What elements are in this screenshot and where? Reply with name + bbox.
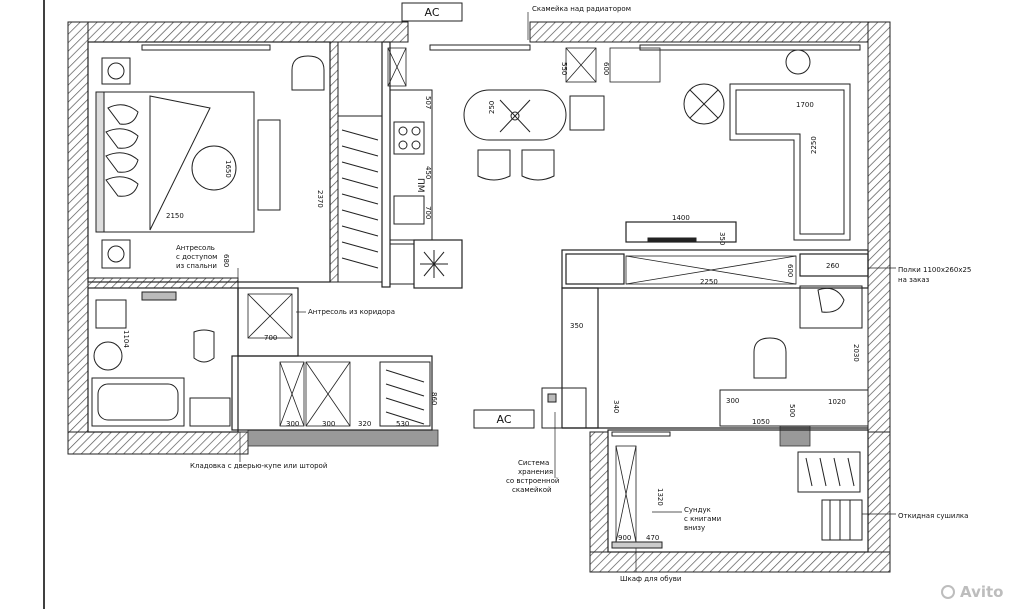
- watermark: Avito: [941, 583, 1003, 601]
- dim-label: 900: [618, 534, 631, 542]
- dim-label: 1104: [122, 330, 130, 348]
- shoe-rack: [379, 361, 431, 427]
- dim-label: 700: [424, 206, 432, 219]
- dim-label: 1020: [828, 398, 846, 406]
- note-storage-4: скамейкой: [512, 486, 552, 494]
- note-shelves-2: на заказ: [898, 276, 930, 284]
- bedroom: [95, 55, 325, 269]
- dim-label: 530: [396, 420, 409, 428]
- note-storage-3: со встроенной: [506, 477, 559, 485]
- note-bench-radiator: Скамейка над радиатором: [532, 5, 631, 13]
- dim-label: 2250: [700, 278, 718, 286]
- ac-box-bottom: [473, 409, 535, 429]
- dim-label: 350: [718, 232, 726, 245]
- ac-box-top: [401, 2, 463, 22]
- dim-label: 2250: [810, 136, 818, 154]
- dim-label: 1700: [796, 101, 814, 109]
- note-trunk-2: с книгами: [684, 515, 721, 523]
- wardrobe-hangers: [337, 115, 383, 283]
- living-room: [647, 49, 851, 243]
- dim-label: 350: [570, 322, 583, 330]
- dim-label: 2370: [316, 190, 324, 208]
- wall-segments-gray: [247, 425, 811, 447]
- note-trunk-3: внизу: [684, 524, 705, 532]
- dim-label: 470: [646, 534, 659, 542]
- dining: [463, 89, 605, 181]
- note-shelves-1: Полки 1100х260х25: [898, 266, 971, 274]
- dim-label: 500: [788, 404, 796, 417]
- note-dryer: Откидная сушилка: [898, 512, 968, 520]
- dim-label: 2150: [166, 212, 184, 220]
- svg-text:Avito: Avito: [960, 583, 1003, 601]
- office: [541, 285, 869, 429]
- note-mezzanine-bedroom-2: с доступом: [176, 253, 217, 261]
- dim-label: 680: [222, 254, 230, 267]
- note-mezzanine-corridor: Антресоль из коридора: [308, 308, 395, 316]
- dim-label: 2030: [852, 344, 860, 362]
- dim-label: 450: [424, 166, 432, 179]
- note-closet: Кладовка с дверью-купе или шторой: [190, 462, 327, 470]
- kitchen: [389, 89, 448, 285]
- crossed-boxes: [247, 47, 797, 543]
- dim-label: 340: [612, 400, 620, 413]
- balcony: [611, 451, 863, 549]
- note-mezzanine-bedroom-3: из спальни: [176, 262, 217, 270]
- ac-label-bottom: AC: [496, 413, 511, 426]
- note-trunk-1: Сундук: [684, 506, 711, 514]
- note-storage-2: хранения: [518, 468, 553, 476]
- dim-label: 300: [726, 397, 739, 405]
- dim-label: 1320: [656, 488, 664, 506]
- note-mezzanine-bedroom-1: Антресоль: [176, 244, 215, 252]
- dim-label: 507: [424, 96, 432, 109]
- dim-label: 1400: [672, 214, 690, 222]
- note-shoe-cabinet: Шкаф для обуви: [620, 575, 681, 583]
- dim-label: 700: [264, 334, 277, 342]
- dim-label: 320: [358, 420, 371, 428]
- dimension-labels: 2150 1650 2370 680 550 600 507 450 700 2…: [122, 62, 860, 542]
- dim-label: 1650: [224, 160, 232, 178]
- bathroom: [91, 291, 231, 427]
- dim-label: 550: [560, 62, 568, 75]
- ac-label-top: AC: [424, 6, 439, 19]
- note-storage-1: Система: [518, 459, 549, 467]
- dim-label: 1050: [752, 418, 770, 426]
- windows: [141, 44, 861, 437]
- leader-lines: [237, 12, 896, 572]
- dim-label: 860: [430, 392, 438, 405]
- dim-label: 600: [786, 264, 794, 277]
- outer-walls: [67, 21, 891, 573]
- dim-label: 260: [826, 262, 839, 270]
- dim-label: 300: [286, 420, 299, 428]
- dim-label: 300: [322, 420, 335, 428]
- note-pm: ПМ: [415, 178, 425, 193]
- dim-label: 600: [602, 62, 610, 75]
- dim-label: 250: [488, 101, 496, 114]
